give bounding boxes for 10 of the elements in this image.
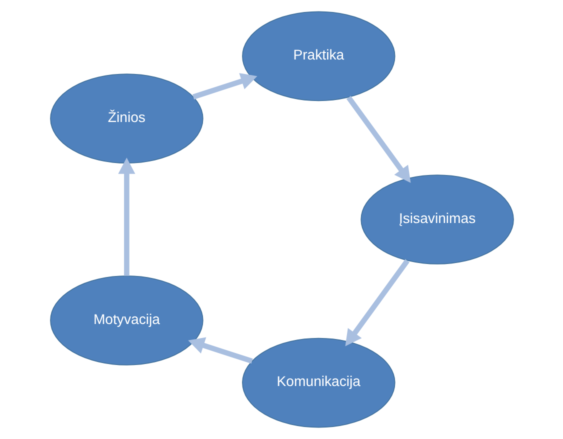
arrow (344, 259, 409, 346)
node-ellipse: Žinios (50, 74, 203, 164)
arrow (118, 158, 135, 276)
node-ellipse: Komunikacija (242, 338, 395, 428)
arrow (192, 73, 257, 100)
node-ellipse: Motyvacija (50, 276, 203, 366)
arrow (346, 96, 410, 183)
node-ellipse: Praktika (242, 11, 395, 102)
arrow (188, 337, 252, 364)
node-ellipse: Įsisavinimas (360, 174, 514, 264)
